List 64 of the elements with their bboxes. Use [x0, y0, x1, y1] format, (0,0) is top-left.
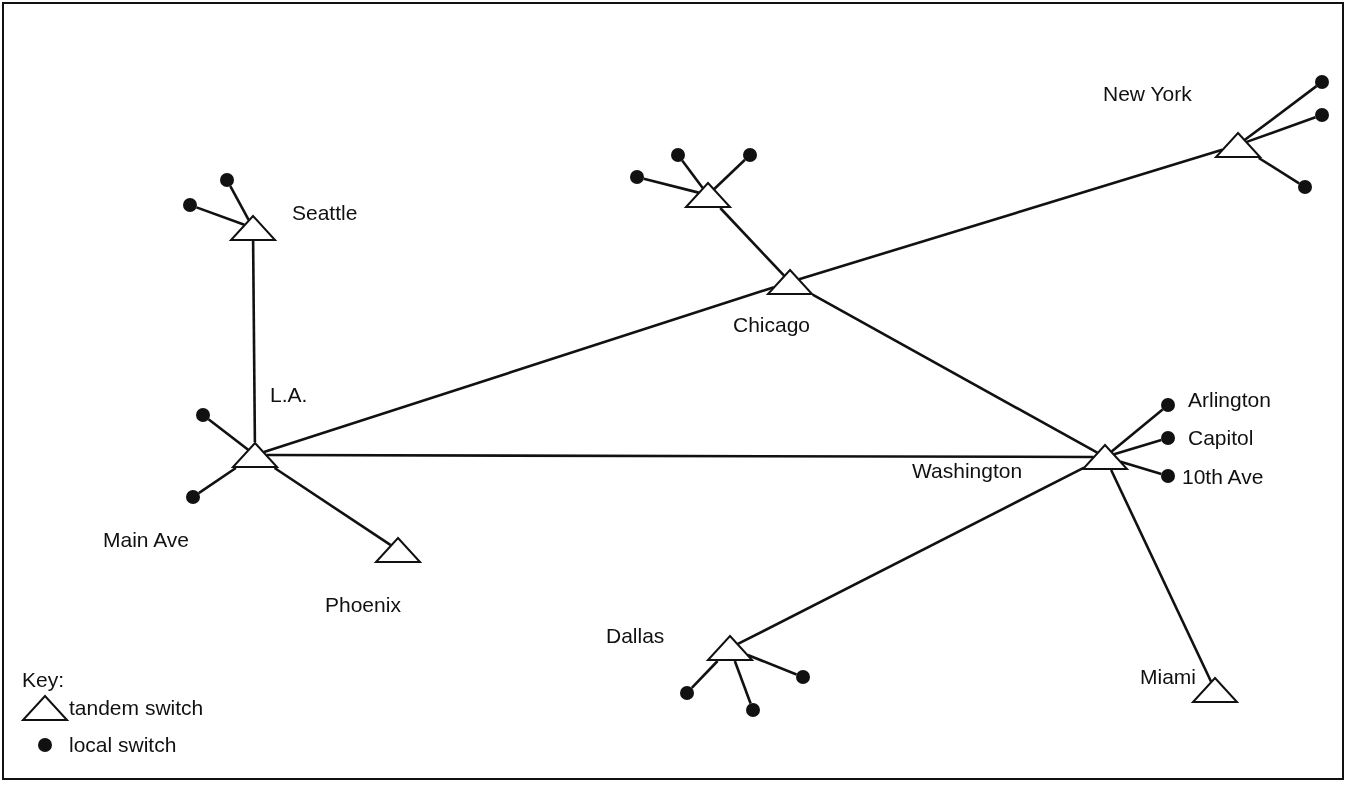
connecting-line: [273, 466, 392, 547]
connecting-line: [690, 660, 719, 689]
connecting-line: [1113, 438, 1162, 456]
tandem-switch-triangle: [232, 442, 278, 468]
switch-name-label: New York: [1103, 82, 1192, 106]
connecting-line: [713, 158, 746, 190]
connecting-line: [811, 293, 1098, 454]
tandem-switch-triangle: [1082, 444, 1128, 470]
tandem-switch-triangle: [375, 537, 421, 563]
switch-name-label: Main Ave: [103, 528, 189, 552]
switch-name-label: L.A.: [270, 383, 308, 407]
key-heading: Key:: [22, 668, 65, 692]
tandem-switch-triangle: [767, 269, 813, 295]
connecting-line: [196, 206, 245, 227]
local-switch-dot: [1315, 75, 1329, 89]
connecting-line: [207, 418, 249, 451]
local-switch-dot: [1161, 431, 1175, 445]
connecting-line: [1109, 469, 1213, 683]
local-switch-dot: [1315, 108, 1329, 122]
connecting-line: [737, 466, 1085, 646]
connecting-line: [229, 185, 250, 221]
tandem-switch-triangle: [1215, 132, 1261, 158]
switch-name-label: Chicago: [733, 313, 811, 337]
switch-name-label: Washington: [912, 459, 1023, 483]
local-switch-dot: [183, 198, 197, 212]
local-switch-dot: [743, 148, 757, 162]
local-switch-dot: [671, 148, 685, 162]
local-switch-dot: [680, 686, 694, 700]
connecting-line: [643, 177, 699, 194]
connecting-line: [719, 207, 785, 277]
connecting-line: [798, 148, 1223, 281]
connecting-line: [1110, 408, 1164, 453]
connecting-line: [1120, 460, 1162, 476]
switch-name-label: Arlington: [1188, 388, 1271, 412]
connecting-line: [263, 285, 775, 454]
local-switch-dot: [186, 490, 200, 504]
local-switch-dot: [196, 408, 210, 422]
connecting-line: [266, 453, 1094, 459]
switch-name-label: Phoenix: [325, 593, 401, 617]
local-switch-dot: [220, 173, 234, 187]
connecting-line: [1244, 85, 1318, 141]
switch-name-label: Seattle: [292, 201, 358, 225]
connecting-line: [1246, 116, 1316, 144]
switch-name-label: Miami: [1140, 665, 1196, 689]
local-switch-dot: [1161, 469, 1175, 483]
connecting-line: [198, 466, 237, 495]
local-switch-dot: [1161, 398, 1175, 412]
tandem-switch-triangle: [685, 182, 731, 208]
local-switch-dot: [746, 703, 760, 717]
connecting-line: [681, 159, 704, 189]
tandem-switch-triangle: [230, 215, 276, 241]
local-switch-dot: [630, 170, 644, 184]
switch-name-label: 10th Ave: [1182, 465, 1264, 489]
tandem-switch-triangle: [707, 635, 753, 661]
local-switch-dot: [796, 670, 810, 684]
switch-name-label: Dallas: [606, 624, 665, 648]
switch-name-label: Capitol: [1188, 426, 1254, 450]
connecting-line: [747, 653, 798, 676]
local-switch-dot: [1298, 180, 1312, 194]
connecting-line: [251, 241, 257, 443]
legend-label: tandem switch: [69, 696, 204, 720]
connecting-line: [733, 660, 752, 704]
legend-label: local switch: [69, 733, 177, 757]
connecting-line: [1258, 156, 1300, 185]
